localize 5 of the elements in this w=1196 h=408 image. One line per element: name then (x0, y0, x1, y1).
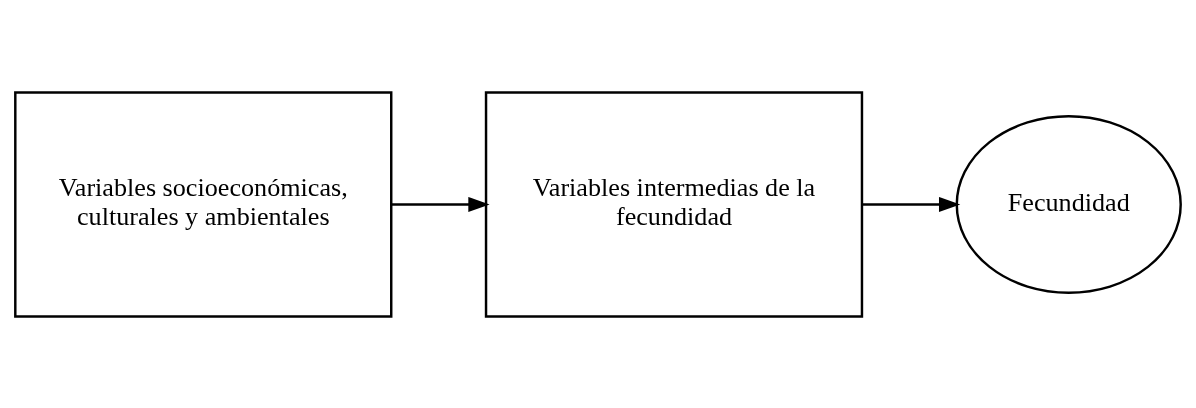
arrow (862, 196, 961, 212)
node-box: Variables socioeconómicas, culturales y ambientales (14, 90, 393, 318)
arrow (391, 196, 490, 212)
node-box: Variables intermedias de la fecundidad (484, 90, 864, 318)
node-ellipse: Fecundidad (955, 114, 1182, 294)
